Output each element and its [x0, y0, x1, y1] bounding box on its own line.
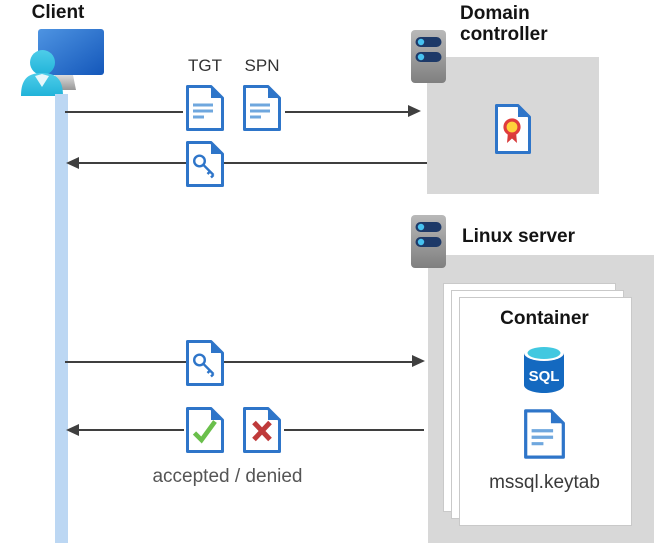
container-title: Container [500, 308, 589, 329]
spn-ticket-document-icon [243, 85, 281, 131]
tgt-ticket-document-icon [186, 85, 224, 131]
user-at-monitor-icon [21, 29, 104, 96]
keytab-document-icon [524, 409, 565, 459]
key-document-icon [186, 340, 224, 386]
domain-controller-title: Domain controller [460, 3, 548, 45]
linux-server-server-icon [411, 215, 446, 268]
tgt-label: TGT [188, 56, 222, 75]
cross-document-icon [243, 407, 281, 453]
client-title: Client [31, 2, 85, 23]
sql-label: SQL [529, 368, 560, 385]
certificate-document-icon [495, 104, 531, 154]
spn-label: SPN [244, 56, 280, 75]
domain-controller-server-icon [411, 30, 446, 83]
keytab-file-label: mssql.keytab [489, 472, 600, 493]
check-document-icon [186, 407, 224, 453]
sql-database-icon: SQL [524, 345, 564, 393]
key-document-icon [186, 141, 224, 187]
client-lifeline [55, 94, 68, 543]
accepted-denied-label: accepted / denied [152, 466, 303, 487]
linux-server-title: Linux server [462, 226, 575, 247]
